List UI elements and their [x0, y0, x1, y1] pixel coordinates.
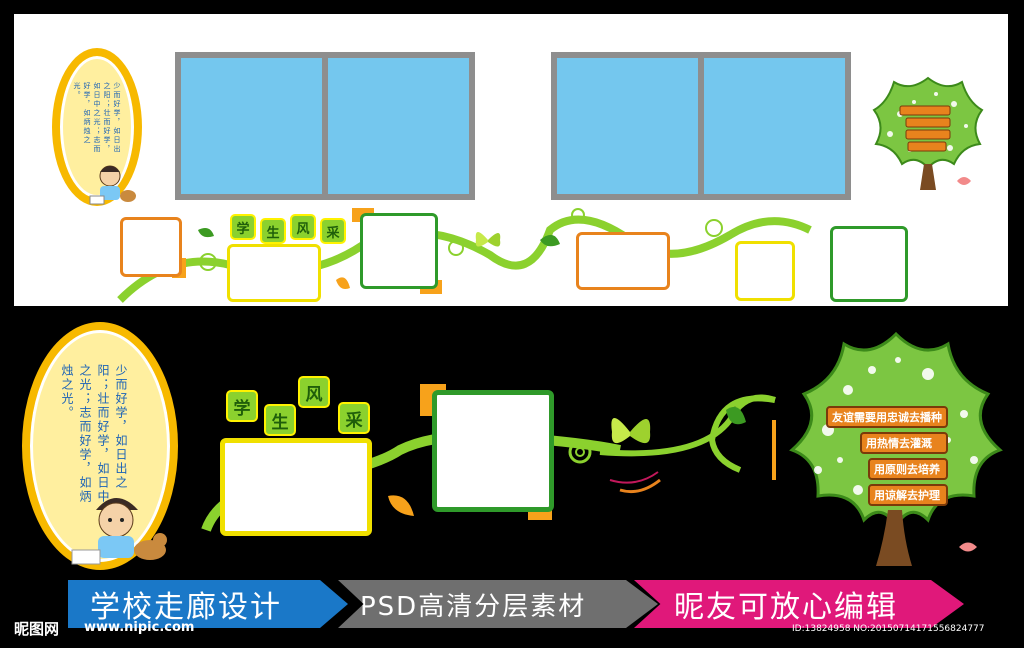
- top-poem-mirror: [52, 48, 142, 206]
- tree-sign: 用热情去灌溉: [860, 432, 948, 454]
- watermark-url: www.nipic.com: [84, 620, 195, 635]
- title-char: 采: [320, 218, 346, 244]
- frame-edge: [772, 420, 776, 480]
- photo-frame: [576, 232, 670, 290]
- window-pane: [334, 58, 469, 194]
- banner-1-text: 学校走廊设计: [90, 590, 282, 625]
- butterfly-icon: [475, 232, 501, 247]
- sign-tree-large: [789, 331, 1003, 566]
- title-char: 生: [264, 404, 296, 436]
- banner-3-text: 昵友可放心编辑: [674, 590, 898, 625]
- banner-1: 学校走廊设计: [68, 580, 348, 628]
- title-char: 学: [226, 390, 258, 422]
- photo-frame: [220, 438, 372, 536]
- window-pane: [557, 58, 692, 194]
- window-divider: [698, 58, 704, 194]
- banner-2-text: PSD高清分层素材: [360, 591, 587, 622]
- tree-sign: 友谊需要用忠诚去播种: [826, 406, 948, 428]
- photo-frame: [432, 390, 554, 512]
- photo-frame: [830, 226, 908, 302]
- title-char: 采: [338, 402, 370, 434]
- child-illustration-small: [89, 165, 136, 205]
- window-right: [551, 52, 851, 200]
- window-left: [175, 52, 475, 200]
- window-divider: [322, 58, 328, 194]
- top-title: 学 生 风 采: [230, 214, 346, 244]
- window-pane: [181, 58, 316, 194]
- leaf-icon: [959, 542, 977, 552]
- bottom-poem-text: 少而好学，如日出之阳；壮而好学，如日中之光；志而好学，如炳烛之光。: [60, 364, 128, 504]
- photo-frame: [227, 244, 321, 302]
- tree-sign: 用谅解去护理: [868, 484, 948, 506]
- child-illustration-large: [71, 498, 167, 565]
- window-pane: [710, 58, 845, 194]
- watermark-id: ID:13824958 NO:20150714171556824777: [792, 624, 985, 634]
- tree-signs: 友谊需要用忠诚去播种 用热情去灌溉 用原则去培养 用谅解去护理: [826, 406, 948, 506]
- photo-frame: [735, 241, 795, 301]
- bottom-title: 学 生 风 采: [226, 376, 376, 436]
- sign-tree-small: [872, 76, 984, 190]
- tree-sign: 用原则去培养: [868, 458, 948, 480]
- title-char: 生: [260, 218, 286, 244]
- photo-frame: [360, 213, 438, 289]
- title-char: 学: [230, 214, 256, 240]
- bottom-poem-mirror: [22, 322, 178, 570]
- photo-frame: [120, 217, 182, 277]
- watermark-logo: 昵图网: [14, 620, 60, 638]
- leaf-icon: [388, 495, 414, 516]
- title-char: 风: [290, 214, 316, 240]
- butterfly-icon: [611, 418, 651, 444]
- banner-2: PSD高清分层素材: [338, 580, 658, 628]
- banner-3: 昵友可放心编辑: [634, 580, 964, 628]
- leaf-icon: [957, 177, 971, 185]
- top-poem-text: 少而好学，如日出之阳；壮而好学，如日中之光；志而好学，如炳烛之光。: [73, 82, 121, 154]
- title-char: 风: [298, 376, 330, 408]
